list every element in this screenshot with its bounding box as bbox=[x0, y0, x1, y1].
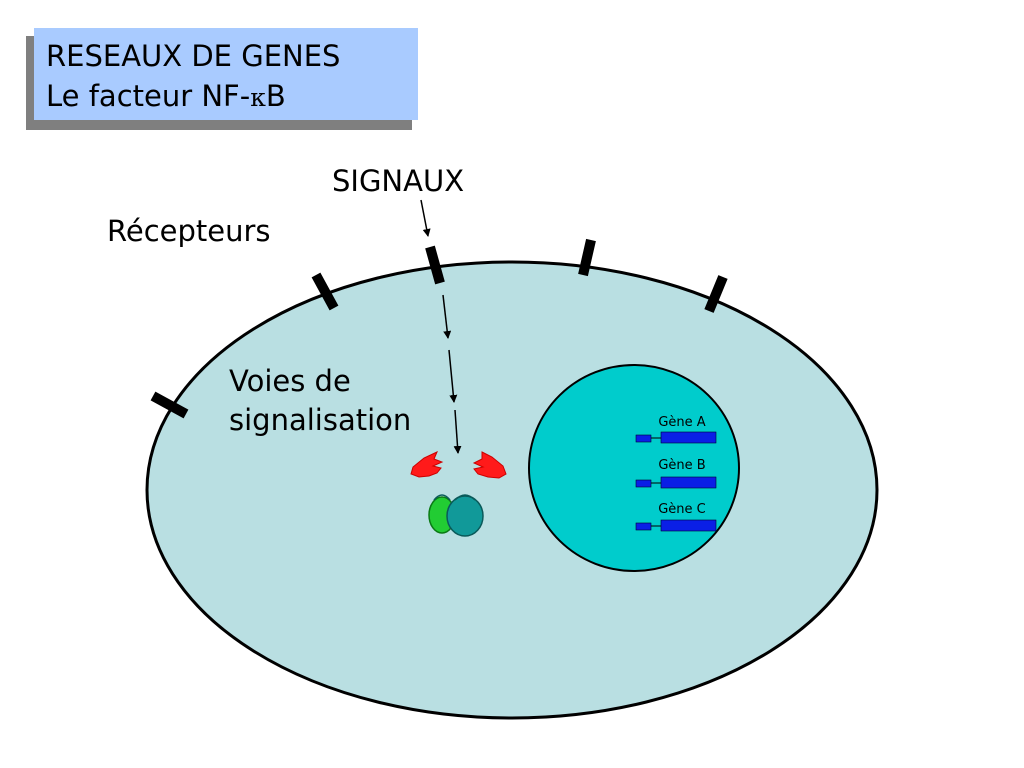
receptor-1 bbox=[150, 391, 189, 419]
title-box: RESEAUX DE GENES Le facteur NF-κB bbox=[34, 28, 418, 120]
pathway-arrow-2 bbox=[448, 349, 458, 403]
gene-a-body bbox=[660, 431, 717, 444]
dimer-cap-left bbox=[433, 494, 451, 501]
receptor-4 bbox=[578, 238, 596, 277]
gene-b-label: Gène B bbox=[658, 458, 705, 473]
signal-arrows bbox=[420, 199, 462, 454]
pathway-arrow-3 bbox=[453, 409, 462, 454]
receptor-2 bbox=[311, 272, 339, 311]
ikb-fragment-left bbox=[410, 451, 444, 478]
gene-a: Gène A bbox=[635, 415, 717, 444]
signaux-label: SIGNAUX bbox=[332, 164, 465, 198]
p65-subunit bbox=[446, 495, 484, 537]
receptor-3 bbox=[425, 245, 445, 285]
receptor-5 bbox=[704, 275, 728, 313]
receptors bbox=[150, 238, 728, 419]
gene-c-body bbox=[660, 519, 717, 532]
voies-label-line-2: signalisation bbox=[229, 403, 412, 437]
gene-b-body bbox=[660, 476, 717, 489]
gene-c-label: Gène C bbox=[658, 502, 706, 517]
voies-label-line-1: Voies de bbox=[229, 364, 351, 398]
gene-b-promoter bbox=[635, 479, 652, 488]
title-b-text: B bbox=[265, 79, 286, 113]
gene-a-promoter bbox=[635, 434, 652, 443]
ikb-fragment-right bbox=[472, 451, 507, 479]
nfkb-dimer bbox=[428, 494, 484, 537]
signal-arrow bbox=[420, 199, 431, 237]
gene-a-label: Gène A bbox=[658, 415, 705, 430]
title-line-2: Le facteur NF-κB bbox=[46, 76, 418, 118]
title-nf-text: Le facteur NF- bbox=[46, 79, 251, 113]
gene-b: Gène B bbox=[635, 458, 717, 489]
title-kappa: κ bbox=[250, 83, 266, 112]
gene-c: Gène C bbox=[635, 502, 717, 532]
cell-membrane bbox=[145, 260, 879, 720]
gene-c-promoter bbox=[635, 522, 652, 531]
dimer-cap-right bbox=[454, 494, 476, 501]
title-line-1: RESEAUX DE GENES bbox=[46, 39, 341, 73]
nucleus bbox=[528, 364, 740, 572]
recepteurs-label: Récepteurs bbox=[107, 214, 271, 248]
pathway-arrow-1 bbox=[442, 294, 452, 339]
